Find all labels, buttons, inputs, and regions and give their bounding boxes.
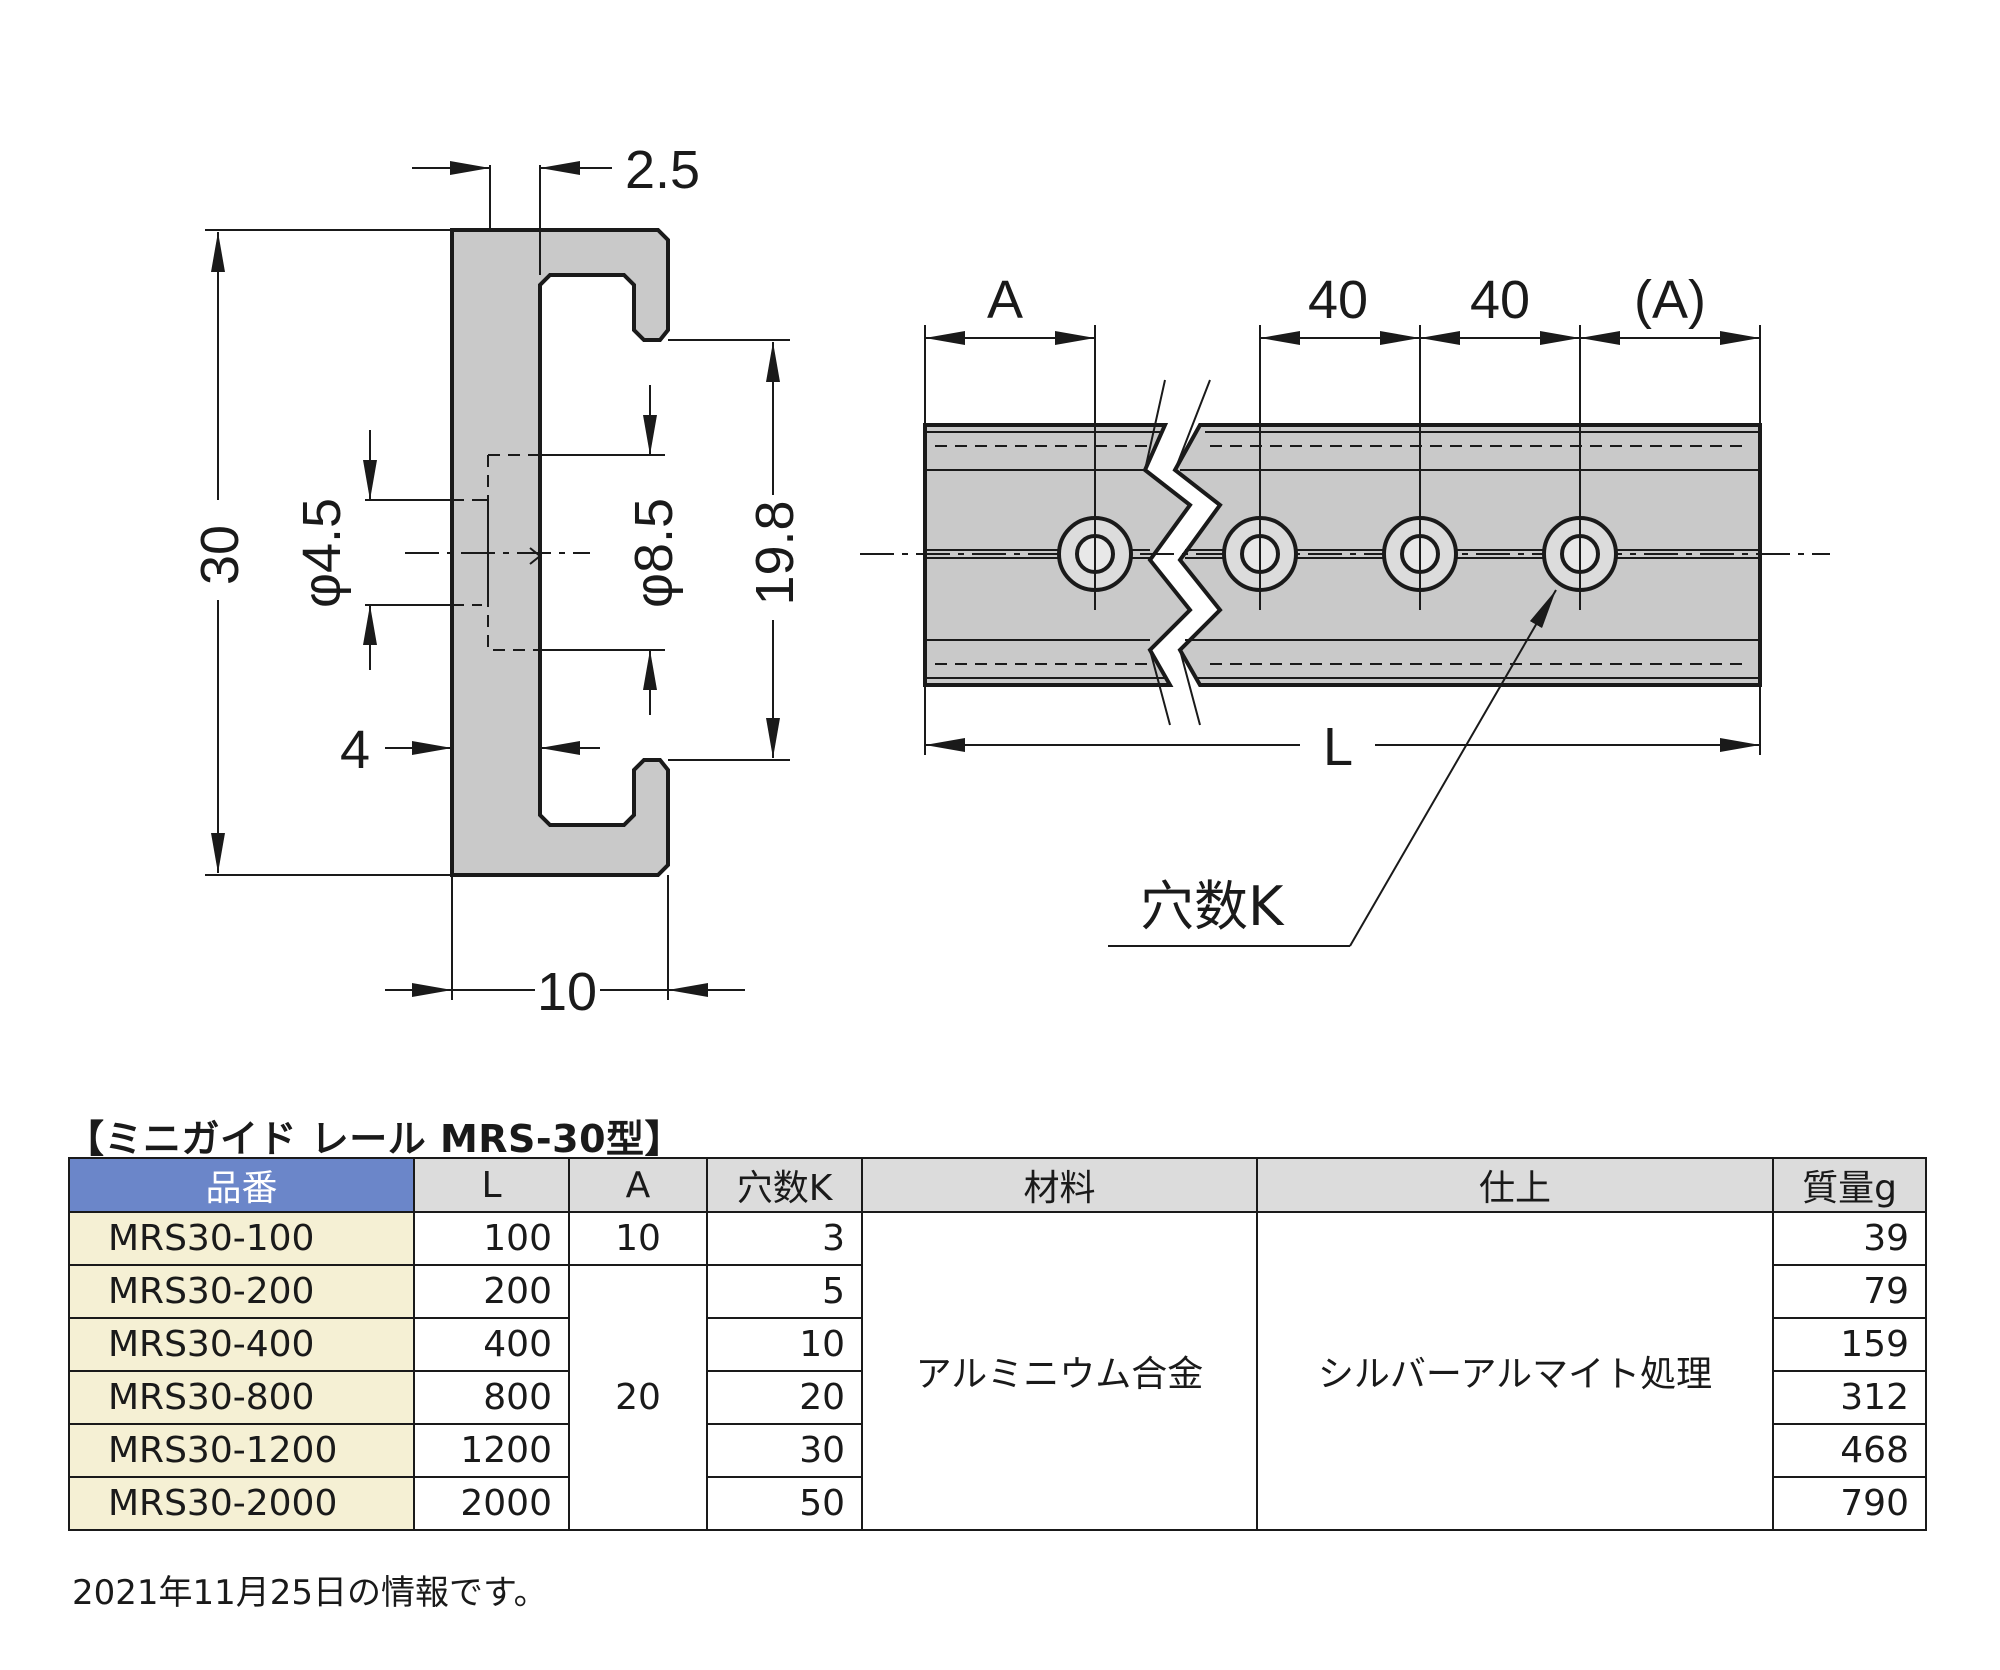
dim-30-label: 30	[190, 525, 250, 585]
dim-A-label: A	[987, 270, 1023, 330]
hidden-counterbore	[452, 454, 540, 651]
cell-mass: 790	[1772, 1476, 1927, 1531]
cell-a: 10	[568, 1211, 708, 1266]
cell-mass: 79	[1772, 1264, 1927, 1319]
cell-material: アルミニウム合金	[861, 1211, 1258, 1531]
cell-finish: シルバーアルマイト処理	[1256, 1211, 1774, 1531]
table-header-row: 品番 L A 穴数K 材料 仕上 質量g	[68, 1157, 1927, 1213]
cell-model: MRS30-800	[68, 1370, 415, 1425]
cell-model: MRS30-2000	[68, 1476, 415, 1531]
header-length: L	[413, 1157, 570, 1213]
table-row: MRS30-800 800 20 312	[68, 1370, 1927, 1425]
dim-40-first-label: 40	[1308, 270, 1368, 330]
dim-4-label: 4	[340, 720, 370, 780]
cell-model: MRS30-400	[68, 1317, 415, 1372]
table-title: 【ミニガイド レール MRS-30型】	[66, 1117, 684, 1161]
cell-model: MRS30-1200	[68, 1423, 415, 1478]
table-row: MRS30-400 400 10 159	[68, 1317, 1927, 1372]
header-finish: 仕上	[1256, 1157, 1774, 1213]
table-row: MRS30-200 200 20 5 79	[68, 1264, 1927, 1531]
cell-model: MRS30-100	[68, 1211, 415, 1266]
spec-table: 品番 L A 穴数K 材料 仕上 質量g MRS30-100 100 10 3 …	[68, 1157, 1927, 1531]
header-a: A	[568, 1157, 708, 1213]
cell-mass: 39	[1772, 1211, 1927, 1266]
cell-mass: 312	[1772, 1370, 1927, 1425]
cell-length: 1200	[413, 1423, 570, 1478]
dim-phi-8-5-label: φ8.5	[624, 498, 684, 608]
cell-holes: 50	[706, 1476, 863, 1531]
cell-holes: 5	[706, 1264, 863, 1319]
rail-profile	[450, 228, 670, 877]
side-view: A 40 40 (A) L 穴数K	[860, 270, 1830, 947]
cell-length: 200	[413, 1264, 570, 1319]
cell-length: 400	[413, 1317, 570, 1372]
cell-length: 800	[413, 1370, 570, 1425]
dim-10-label: 10	[537, 962, 597, 1022]
cell-holes: 20	[706, 1370, 863, 1425]
footnote: 2021年11月25日の情報です。	[72, 1573, 548, 1613]
table-row: MRS30-1200 1200 30 468	[68, 1423, 1927, 1478]
dim-40-second-label: 40	[1470, 270, 1530, 330]
table-row: MRS30-2000 2000 50 790	[68, 1476, 1927, 1531]
cell-a: 20	[568, 1264, 708, 1531]
rail-groove-lines	[925, 431, 1760, 679]
cell-length: 100	[413, 1211, 570, 1266]
table-row: MRS30-100 100 10 3 アルミニウム合金 シルバーアルマイト処理 …	[68, 1211, 1927, 1531]
rail-technical-drawing: 2.5 30 φ4.5 φ8.5 19.8 4 10	[190, 140, 1830, 1022]
cell-holes: 10	[706, 1317, 863, 1372]
dim-2-5-label: 2.5	[625, 140, 700, 200]
dim-phi-4-5-label: φ4.5	[292, 498, 352, 608]
cell-holes: 3	[706, 1211, 863, 1266]
cell-holes: 30	[706, 1423, 863, 1478]
dim-L-label: L	[1323, 717, 1353, 777]
header-model: 品番	[68, 1157, 415, 1213]
cell-model: MRS30-200	[68, 1264, 415, 1319]
header-mass: 質量g	[1772, 1157, 1927, 1213]
cross-section-view: 2.5 30 φ4.5 φ8.5 19.8 4 10	[190, 140, 805, 1022]
cell-mass: 159	[1772, 1317, 1927, 1372]
cell-mass: 468	[1772, 1423, 1927, 1478]
header-material: 材料	[861, 1157, 1258, 1213]
dim-19-8-label: 19.8	[745, 500, 805, 605]
header-holes: 穴数K	[706, 1157, 863, 1213]
dim-A-paren-label: (A)	[1634, 270, 1706, 330]
hole-count-label: 穴数K	[1140, 875, 1285, 938]
cell-length: 2000	[413, 1476, 570, 1531]
